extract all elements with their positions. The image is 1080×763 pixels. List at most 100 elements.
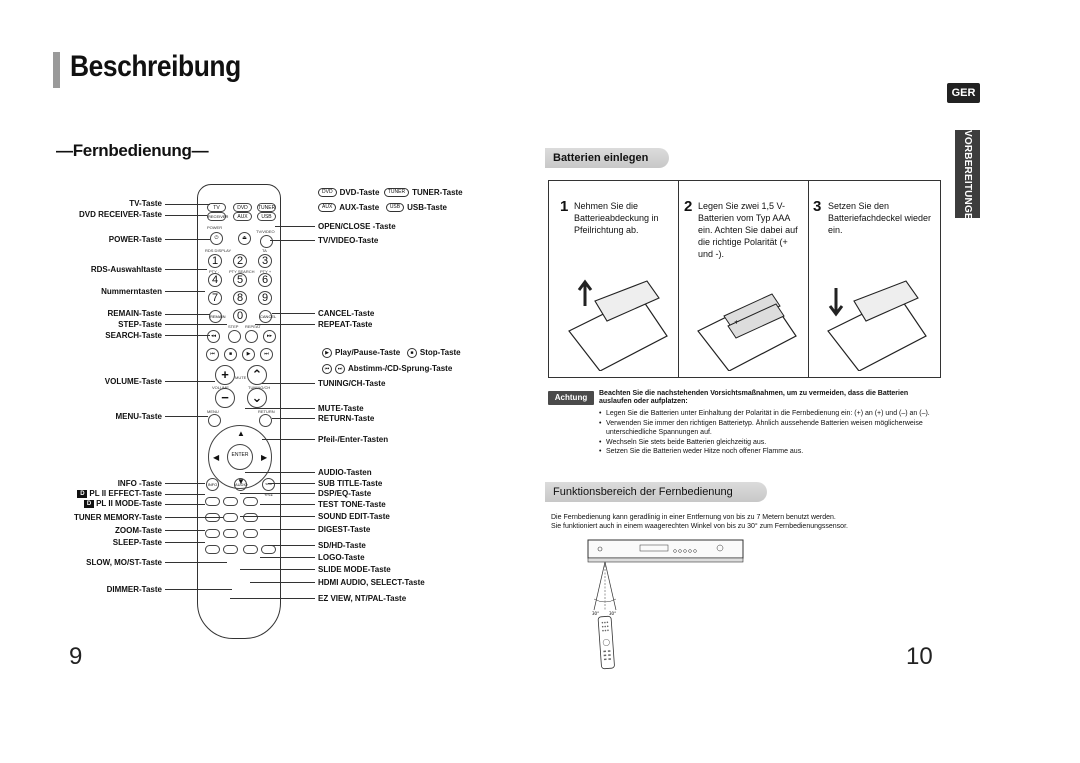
remote-pty-plus-label: PTY + bbox=[260, 269, 272, 274]
remote-receiver-button: RECEIVER bbox=[207, 212, 229, 221]
remote-key-7: 7 bbox=[208, 291, 222, 305]
range-line-2: Sie funktioniert auch in einem waagerech… bbox=[551, 523, 848, 530]
leader-line bbox=[245, 472, 315, 473]
label-usb-taste: USB-Taste bbox=[407, 203, 447, 212]
remote-control-illustration: TV DVD TUNER RECEIVER AUX USB POWER ⏻ ⏏ … bbox=[197, 184, 281, 639]
remote-digest-button bbox=[243, 529, 258, 538]
battery-steps-box: 1 Nehmen Sie die Batterieabdeckung in Pf… bbox=[548, 180, 941, 378]
leader-line bbox=[262, 439, 315, 440]
remote-key-9: 9 bbox=[258, 291, 272, 305]
remote-dvd-button: DVD bbox=[233, 203, 252, 212]
label-logo-taste: LOGO-Taste bbox=[318, 553, 365, 562]
page-number-right: 10 bbox=[906, 643, 933, 670]
remote-logo-button bbox=[243, 513, 258, 522]
range-heading: Funktionsbereich der Fernbedienung bbox=[545, 482, 767, 502]
arrow-left-icon: ◀ bbox=[213, 453, 220, 462]
leader-line bbox=[165, 562, 227, 563]
remote-key-3: 3 bbox=[258, 254, 272, 268]
range-line-1: Die Fernbedienung kann geradlinig in ein… bbox=[551, 514, 836, 521]
arrow-right-icon: ▶ bbox=[261, 453, 268, 462]
dvd-pill: DVD bbox=[318, 188, 337, 198]
replace-cover-illustration bbox=[827, 280, 927, 371]
step-text: Setzen Sie den Batteriefachdeckel wieder… bbox=[828, 201, 932, 235]
label-stop-taste: Stop-Taste bbox=[419, 348, 461, 358]
leader-line bbox=[272, 313, 315, 314]
remote-tuning-down-button: ⌄ bbox=[247, 388, 267, 408]
remote-ez-view-button bbox=[223, 529, 238, 538]
step-divider bbox=[808, 181, 809, 377]
leader-line bbox=[245, 408, 315, 409]
label-tv-taste: TV-Taste bbox=[129, 199, 162, 208]
leader-line bbox=[250, 582, 315, 583]
leader-line bbox=[165, 291, 205, 292]
battery-step-2: 2 Legen Sie zwei 1,5 V-Batterien vom Typ… bbox=[678, 181, 808, 377]
dolby-logo-icon: D bbox=[77, 489, 88, 498]
remote-repeat-button bbox=[245, 330, 258, 343]
range-description: Die Fernbedienung kann geradlinig in ein… bbox=[551, 513, 848, 531]
page-number-left: 9 bbox=[69, 643, 83, 670]
leader-line bbox=[165, 314, 210, 315]
warning-item: Setzen Sie die Batterien weder Hitze noc… bbox=[599, 447, 959, 457]
remote-eject-button: ⏏ bbox=[238, 232, 251, 245]
label-zoom-taste: ZOOM-Taste bbox=[115, 526, 162, 535]
remote-menu-label: MENU bbox=[207, 409, 219, 414]
warning-badge: Achtung bbox=[548, 391, 594, 405]
remote-sd-hd-button bbox=[261, 545, 276, 554]
remote-volume-label: VOLUME bbox=[212, 385, 229, 390]
step-number: 3 bbox=[813, 198, 822, 215]
remote-key-8: 8 bbox=[233, 291, 247, 305]
warning-item: Verwenden Sie immer den richtigen Batter… bbox=[599, 419, 959, 438]
label-dvd-taste: DVD-Taste bbox=[339, 188, 380, 197]
step-divider bbox=[678, 181, 679, 377]
remote-hdmi-audio-button bbox=[243, 545, 258, 554]
leader-line bbox=[275, 226, 315, 227]
label-abstimm-taste: Abstimm-/CD-Sprung-Taste bbox=[348, 364, 453, 374]
remote-key-2: 2 bbox=[233, 254, 247, 268]
remote-key-1: 1 bbox=[208, 254, 222, 268]
remote-key-5: 5 bbox=[233, 273, 247, 287]
label-skip-row: ⏮⏭Abstimm-/CD-Sprung-Taste bbox=[322, 364, 452, 374]
label-tuner-taste: TUNER-Taste bbox=[412, 188, 463, 197]
label-dsp-eq-taste: DSP/EQ-Taste bbox=[318, 489, 372, 498]
remote-dsp-eq-button bbox=[223, 497, 238, 506]
angle-left-text: 30° bbox=[592, 611, 599, 616]
remote-repeat-label: REPEAT bbox=[245, 324, 261, 329]
leader-line bbox=[165, 589, 232, 590]
remote-info-button: INFO bbox=[206, 478, 219, 491]
label-digest-taste: DIGEST-Taste bbox=[318, 525, 371, 534]
remote-volume-up-button: + bbox=[215, 365, 235, 385]
label-sound-edit-taste: SOUND EDIT-Taste bbox=[318, 512, 390, 521]
remote-tvvideo-label: TV/VIDEO bbox=[256, 229, 275, 234]
label-dimmer-taste: DIMMER-Taste bbox=[106, 585, 162, 594]
remote-key-6: 6 bbox=[258, 273, 272, 287]
remote-subtitle-button: SUB TITLE bbox=[262, 478, 275, 497]
leader-line bbox=[240, 493, 315, 494]
operation-range-illustration: 30° 30° bbox=[587, 539, 744, 670]
leader-line bbox=[268, 545, 315, 546]
remote-usb-button: USB bbox=[257, 212, 276, 221]
leader-line bbox=[270, 240, 315, 241]
leader-line bbox=[165, 504, 205, 505]
label-power-taste: POWER-Taste bbox=[108, 235, 162, 244]
remote-stop-button: ■ bbox=[224, 348, 237, 361]
tuner-pill: TUNER bbox=[383, 188, 410, 198]
step-number: 2 bbox=[684, 198, 693, 215]
battery-step-1: 1 Nehmen Sie die Batterieabdeckung in Pf… bbox=[549, 181, 678, 377]
title-accent-bar bbox=[53, 52, 60, 88]
label-play-stop-row: ▶Play/Pause-Taste ■Stop-Taste bbox=[322, 348, 461, 358]
leader-line bbox=[165, 483, 205, 484]
remote-power-button: ⏻ bbox=[210, 232, 223, 245]
remote-menu-button bbox=[208, 414, 221, 427]
leader-line bbox=[165, 335, 210, 336]
label-sleep-taste: SLEEP-Taste bbox=[112, 538, 162, 547]
leader-line bbox=[255, 324, 315, 325]
label-sub-title-taste: SUB TITLE-Taste bbox=[318, 479, 383, 488]
leader-line bbox=[165, 269, 207, 270]
remote-key-4: 4 bbox=[208, 273, 222, 287]
leader-line bbox=[165, 215, 207, 216]
language-badge: GER bbox=[947, 83, 980, 103]
remote-return-button bbox=[259, 414, 272, 427]
